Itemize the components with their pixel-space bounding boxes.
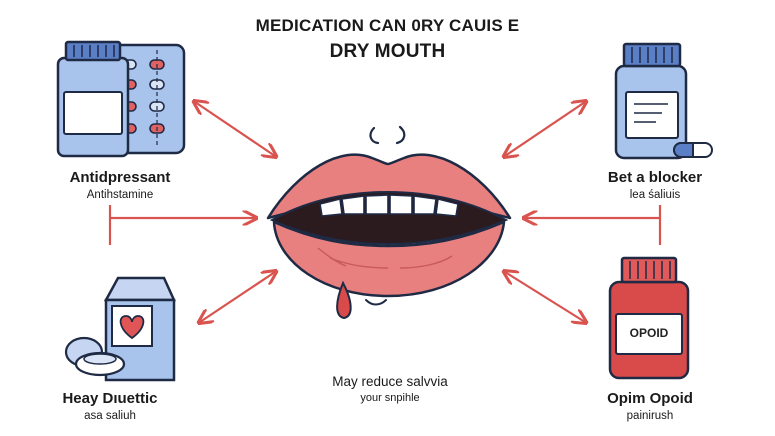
dry-mouth-lips-icon: [266, 125, 512, 320]
title-line-2: DRY MOUTH: [329, 41, 446, 62]
arrows: [108, 102, 662, 322]
label-top-left: Antidpressant Antihstamine: [40, 169, 200, 201]
label-center-title: May reduce salvvia: [332, 374, 448, 389]
label-bottom-left-title: Heay Dıuettic: [62, 390, 158, 407]
pill-bottle-with-capsule-icon: [614, 42, 713, 160]
arrow-bottom-left: [200, 272, 275, 322]
label-bottom-left-subtitle: asa saliuh: [84, 410, 136, 422]
label-top-right-subtitle: lea śaliuis: [629, 189, 681, 201]
label-top-right: Bet a blocker lea śaliuis: [575, 169, 735, 201]
label-top-left-subtitle: Antihstamine: [86, 189, 154, 201]
label-bottom-right-title: Opim Opoid: [607, 390, 693, 407]
opioid-bottle-icon: [608, 256, 690, 380]
label-top-right-title: Bet a blocker: [607, 169, 703, 186]
label-center: May reduce salvvia your snpihle: [280, 374, 500, 404]
label-bottom-right-subtitle: painirush: [626, 410, 674, 422]
medicine-carton-with-heart-icon: [64, 276, 176, 382]
label-bottom-right: Opim Opoid painirush: [570, 390, 730, 422]
label-bottom-left: Heay Dıuettic asa saliuh: [30, 390, 190, 422]
arrow-bottom-right: [505, 272, 585, 322]
pill-bottle-with-blister-pack-icon: [56, 40, 186, 158]
title-line-1: MEDICATION CAN 0RY CAUIS E: [255, 16, 520, 35]
opioid-bottle-label: OPOID: [629, 326, 669, 340]
arrow-top-left: [195, 102, 275, 156]
arrow-top-right: [505, 102, 585, 156]
label-center-subtitle: your snpihle: [360, 392, 420, 404]
label-top-left-title: Antidpressant: [69, 169, 171, 186]
